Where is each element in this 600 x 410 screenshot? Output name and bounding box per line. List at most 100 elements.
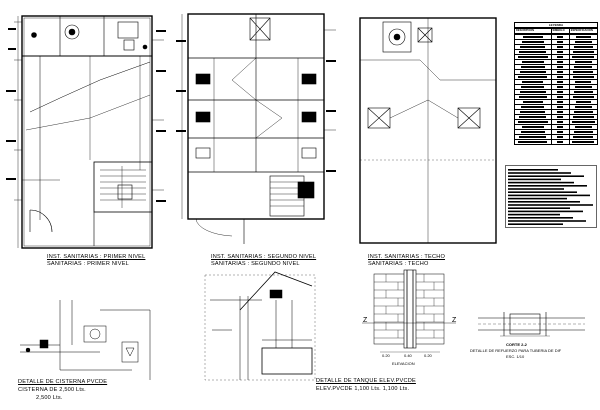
legend-rows xyxy=(514,34,599,145)
legend-row xyxy=(514,139,599,145)
legend-symbol-mark xyxy=(557,36,564,38)
tanque-title-a: DETALLE DE TANQUE ELEV.PVCDE xyxy=(316,378,416,384)
legend-text-mark xyxy=(518,141,548,143)
plan3-title-b: SANITARIAS : TECHO xyxy=(368,261,429,267)
legend-symbol-mark xyxy=(557,121,564,123)
legend-text-mark xyxy=(518,56,548,58)
legend-text-mark xyxy=(574,131,593,133)
legend-text-mark xyxy=(575,81,592,83)
legend-text-mark xyxy=(572,96,594,98)
legend-symbol-mark xyxy=(557,131,564,133)
legend-symbol-mark xyxy=(557,86,564,88)
note-line xyxy=(508,169,558,171)
dim-3: 0.20 xyxy=(424,353,432,358)
legend-text-mark xyxy=(521,126,544,128)
legend-text-mark xyxy=(573,51,594,53)
plan-techo xyxy=(359,17,497,244)
legend-col-descripcion: DESCRIPCION xyxy=(514,28,552,34)
legend-text-mark xyxy=(572,56,595,58)
legend-text-mark xyxy=(572,121,595,123)
legend-header: LEYENDA xyxy=(514,22,598,28)
legend-symbol-mark xyxy=(557,136,564,138)
note-line xyxy=(508,213,560,216)
legend-symbol-mark xyxy=(557,56,564,58)
legend-text-mark xyxy=(519,71,546,73)
note-line xyxy=(508,220,586,222)
legend-text-mark xyxy=(520,131,545,133)
legend-symbol-mark xyxy=(557,41,564,43)
legend-text-mark xyxy=(575,101,592,103)
legend-text-mark xyxy=(575,36,591,38)
legend-text-mark xyxy=(574,86,593,88)
note-line xyxy=(508,191,577,193)
legend-text-mark xyxy=(519,116,547,118)
legend-text-mark xyxy=(572,76,595,78)
legend-col-row: DESCRIPCION SIMBOLO ESPECIFICACION xyxy=(514,28,599,34)
legend-symbol-mark xyxy=(557,66,564,68)
z-right-label: Z xyxy=(452,317,457,324)
note-line xyxy=(508,175,584,177)
z-left-label: Z xyxy=(363,317,368,324)
note-line xyxy=(508,172,571,174)
legend-text-mark xyxy=(575,126,592,128)
legend-text-mark xyxy=(573,111,593,113)
legend-text-mark xyxy=(517,121,548,123)
legend-text-mark xyxy=(574,46,593,48)
legend-text-mark xyxy=(574,106,592,108)
legend-text-mark xyxy=(522,36,543,38)
corte-label: CORTE 2-2 xyxy=(506,342,527,347)
plan3-title-a: INST. SANITARIAS : TECHO xyxy=(368,254,446,260)
note-line xyxy=(508,185,587,187)
plan-segundo-nivel xyxy=(176,13,336,244)
note-line xyxy=(508,217,573,219)
legend-text-mark xyxy=(520,111,546,113)
note-line xyxy=(508,178,561,181)
legend-table: LEYENDA DESCRIPCION SIMBOLO ESPECIFICACI… xyxy=(514,22,599,158)
legend-text-mark xyxy=(519,91,546,93)
note-line xyxy=(508,197,567,200)
cisterna-title-b: CISTERNA DE 2,500 Lts. xyxy=(18,387,86,393)
legend-text-mark xyxy=(518,96,547,98)
legend-text-mark xyxy=(575,61,592,63)
note-line xyxy=(508,188,564,190)
detalle-cisterna xyxy=(20,300,151,380)
legend-symbol-mark xyxy=(557,96,564,98)
plan1-title-a: INST. SANITARIAS : PRIMER NIVEL xyxy=(47,254,146,260)
legend-text-mark xyxy=(572,141,595,143)
legend-symbol-mark xyxy=(557,101,564,103)
legend-symbol-mark xyxy=(557,111,564,113)
plan1-title-b: SANITARIAS : PRIMER NIVEL xyxy=(47,261,129,267)
esc-label: ESC. 1/10 xyxy=(506,354,525,359)
legend-text-mark xyxy=(574,66,593,68)
legend-symbol-mark xyxy=(557,126,564,128)
legend-cell xyxy=(514,139,552,145)
plan2-title-a: INST. SANITARIAS : SEGUNDO NIVEL xyxy=(211,254,317,260)
legend-col-simbolo: SIMBOLO xyxy=(550,28,570,34)
notes-block xyxy=(505,165,597,228)
elevacion-label: ELEVACION xyxy=(392,361,415,366)
legend-text-mark xyxy=(573,136,594,138)
legend-text-mark xyxy=(521,86,545,88)
detalle-tanque xyxy=(204,271,316,381)
note-line xyxy=(508,223,563,225)
legend-cell xyxy=(568,139,599,145)
legend-text-mark xyxy=(573,71,594,73)
legend-symbol-mark xyxy=(557,106,564,108)
note-line xyxy=(508,204,593,206)
legend-text-mark xyxy=(521,106,545,108)
legend-text-mark xyxy=(521,41,544,43)
note-line xyxy=(508,181,574,184)
legend-text-mark xyxy=(519,136,547,138)
legend-symbol-mark xyxy=(557,91,564,93)
legend-text-mark xyxy=(573,91,594,93)
note-line xyxy=(508,207,570,209)
legend-symbol-mark xyxy=(557,46,564,48)
note-line xyxy=(508,201,580,203)
legend-symbol-mark xyxy=(557,76,564,78)
legend-symbol-mark xyxy=(557,51,564,53)
legend-text-mark xyxy=(520,46,546,48)
corte-sub-label: DETALLE DE REFUERZO PARA TUBERIA DE DIF xyxy=(470,348,562,353)
legend-symbol-cell xyxy=(550,139,570,145)
legend-text-mark xyxy=(574,41,592,43)
